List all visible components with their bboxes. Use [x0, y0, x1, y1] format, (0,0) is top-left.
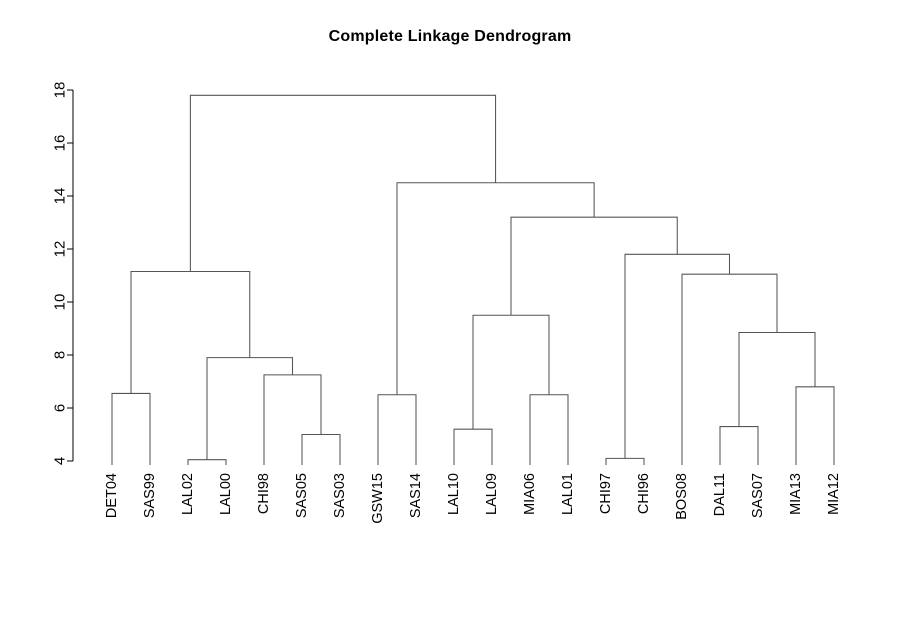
dendrogram-link — [189, 94, 497, 272]
leaf-label-chi98: CHI98 — [256, 473, 272, 514]
leaf-label-dal11: DAL11 — [712, 473, 728, 516]
dendrogram-link — [624, 253, 731, 459]
leaf-label-mia06: MIA06 — [522, 473, 538, 515]
leaf-label-gsw15: GSW15 — [370, 473, 386, 524]
leaf-label-lal01: LAL01 — [560, 473, 576, 515]
dendrogram-link — [681, 273, 778, 465]
dendrogram-branches — [111, 94, 835, 465]
y-axis-tick-label: 14 — [52, 188, 69, 205]
leaf-label-lal00: LAL00 — [218, 473, 234, 515]
leaf-label-sas07: SAS07 — [750, 473, 766, 518]
leaf-label-sas03: SAS03 — [332, 473, 348, 518]
y-axis-tick-label: 8 — [52, 351, 69, 359]
dendrogram-link — [510, 216, 678, 316]
leaf-label-chi97: CHI97 — [598, 473, 614, 514]
dendrogram-link — [377, 394, 417, 465]
dendrogram-link — [301, 433, 341, 465]
leaf-label-bos08: BOS08 — [674, 473, 690, 520]
dendrogram-link — [795, 386, 835, 465]
y-axis-tick-label: 16 — [52, 135, 69, 152]
dendrogram-link — [529, 394, 569, 465]
dendrogram-link — [738, 331, 816, 427]
leaf-label-sas99: SAS99 — [142, 473, 158, 518]
y-axis-tick-label: 12 — [52, 241, 69, 258]
leaf-label-det04: DET04 — [104, 473, 120, 518]
leaf-label-sas14: SAS14 — [408, 473, 424, 518]
dendrogram-link — [719, 426, 759, 465]
leaf-label-mia13: MIA13 — [788, 473, 804, 515]
dendrogram-link — [605, 457, 645, 465]
leaf-label-sas05: SAS05 — [294, 473, 310, 518]
y-axis-tick-label: 4 — [52, 457, 69, 465]
leaf-label-chi96: CHI96 — [636, 473, 652, 514]
leaf-label-lal09: LAL09 — [484, 473, 500, 515]
y-axis-tick-label: 6 — [52, 404, 69, 412]
dendrogram-link — [187, 459, 227, 465]
dendrogram-link — [396, 182, 595, 395]
leaf-labels: DET04 SAS99 LAL02 LAL00 CHI98 SAS05 SAS03 GSW15… — [104, 473, 842, 524]
dendrogram-link — [453, 428, 493, 465]
dendrogram-link — [472, 314, 550, 430]
leaf-label-mia12: MIA12 — [826, 473, 842, 515]
leaf-label-lal02: LAL02 — [180, 473, 196, 515]
y-axis: 4 6 8 10 12 14 16 18 — [52, 82, 74, 465]
dendrogram-link — [206, 357, 294, 460]
y-axis-tick-label: 18 — [52, 82, 69, 99]
y-axis-tick-label: 10 — [52, 294, 69, 311]
leaf-label-lal10: LAL10 — [446, 473, 462, 515]
dendrogram-link — [130, 271, 251, 394]
dendrogram-link — [111, 392, 151, 465]
dendrogram-link — [263, 374, 322, 465]
page-title: Complete Linkage Dendrogram — [328, 28, 572, 45]
